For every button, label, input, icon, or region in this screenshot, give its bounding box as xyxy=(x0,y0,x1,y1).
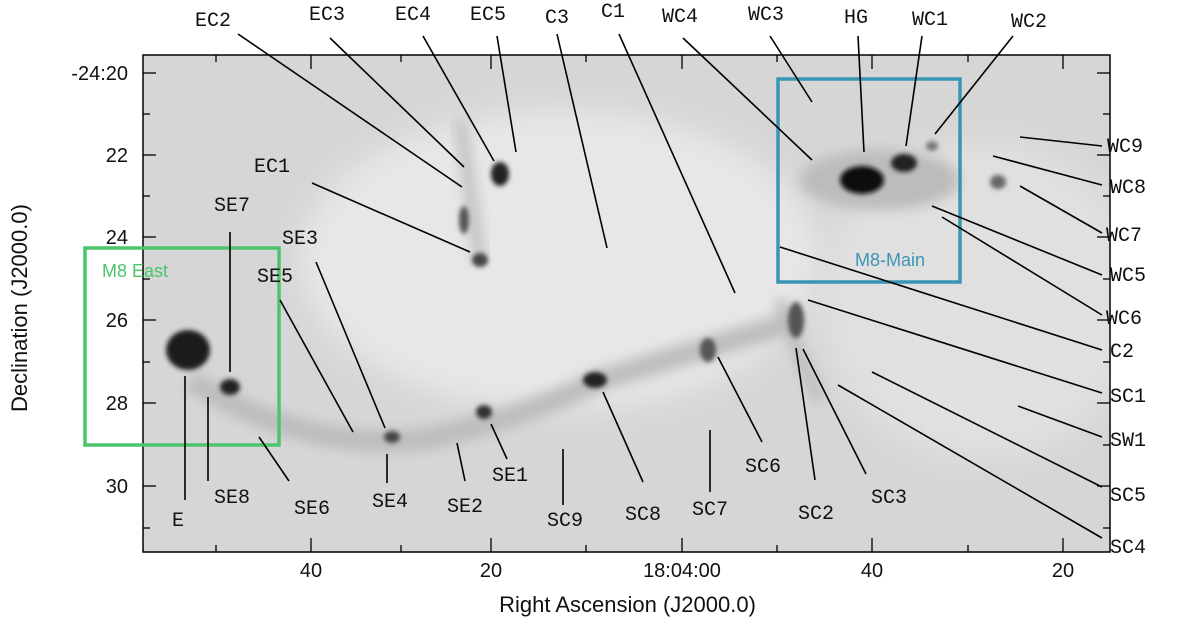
m8-main-box xyxy=(776,77,962,284)
pointer-lines xyxy=(184,33,1103,539)
source-label-se4: SE4 xyxy=(372,491,408,514)
source-label-sw1: SW1 xyxy=(1110,430,1146,453)
source-label-wc7: WC7 xyxy=(1106,225,1142,248)
y-tick-label: 24 xyxy=(106,227,128,249)
y-tick-label: 30 xyxy=(106,476,128,498)
source-label-hg: HG xyxy=(844,7,868,30)
source-label-c2: C2 xyxy=(1110,341,1134,364)
source-label-wc1: WC1 xyxy=(912,9,948,32)
x-axis-label: Right Ascension (J2000.0) xyxy=(499,592,756,617)
source-label-sc3: SC3 xyxy=(871,487,907,510)
m8-east-label: M8 East xyxy=(102,261,168,281)
source-label-se6: SE6 xyxy=(294,498,330,521)
nebula-image xyxy=(143,55,1110,552)
source-label-wc4: WC4 xyxy=(662,6,698,29)
source-label-wc6: WC6 xyxy=(1106,308,1142,331)
m8-main-label: M8-Main xyxy=(855,250,925,270)
x-tick-label: 20 xyxy=(480,560,502,582)
source-label-sc9: SC9 xyxy=(547,510,583,533)
y-tick-label: -24:20 xyxy=(71,63,128,85)
source-label-ec4: EC4 xyxy=(395,4,431,27)
source-label-sc2: SC2 xyxy=(798,503,834,526)
source-label-wc5: WC5 xyxy=(1110,265,1146,288)
source-label-se1: SE1 xyxy=(492,465,528,488)
y-tick-label: 22 xyxy=(106,145,128,167)
source-label-se3: SE3 xyxy=(282,228,318,251)
source-label-se7: SE7 xyxy=(214,195,250,218)
x-tick-marks xyxy=(215,55,1064,552)
source-label-ec2: EC2 xyxy=(195,10,231,33)
source-label-sc6: SC6 xyxy=(745,456,781,479)
source-label-sc1: SC1 xyxy=(1110,386,1146,409)
source-label-sc5: SC5 xyxy=(1110,485,1146,508)
y-tick-label: 28 xyxy=(106,393,128,415)
source-label-sc4: SC4 xyxy=(1110,537,1146,560)
source-label-wc2: WC2 xyxy=(1011,11,1047,34)
source-label-c1: C1 xyxy=(601,1,625,24)
source-label-ec1: EC1 xyxy=(254,156,290,179)
source-label-sc7: SC7 xyxy=(692,499,728,522)
x-tick-label: 40 xyxy=(300,560,322,582)
source-label-wc3: WC3 xyxy=(748,4,784,27)
source-label-se8: SE8 xyxy=(214,487,250,510)
x-tick-label: 20 xyxy=(1052,560,1074,582)
source-label-ec5: EC5 xyxy=(470,4,506,27)
source-label-sc8: SC8 xyxy=(625,504,661,527)
source-label-se2: SE2 xyxy=(447,496,483,519)
source-label-ec3: EC3 xyxy=(309,4,345,27)
source-label-wc9: WC9 xyxy=(1107,136,1143,159)
source-label-c3: C3 xyxy=(545,7,569,30)
y-axis-label: Declination (J2000.0) xyxy=(7,204,32,412)
source-label-e: E xyxy=(172,510,184,533)
source-label-wc8: WC8 xyxy=(1110,177,1146,200)
x-tick-label: 18:04:00 xyxy=(643,560,721,582)
source-label-se5: SE5 xyxy=(257,266,293,289)
m8-east-box xyxy=(83,246,281,447)
y-tick-label: 26 xyxy=(106,310,128,332)
plot-frame xyxy=(142,54,1111,553)
x-tick-label: 40 xyxy=(861,560,883,582)
